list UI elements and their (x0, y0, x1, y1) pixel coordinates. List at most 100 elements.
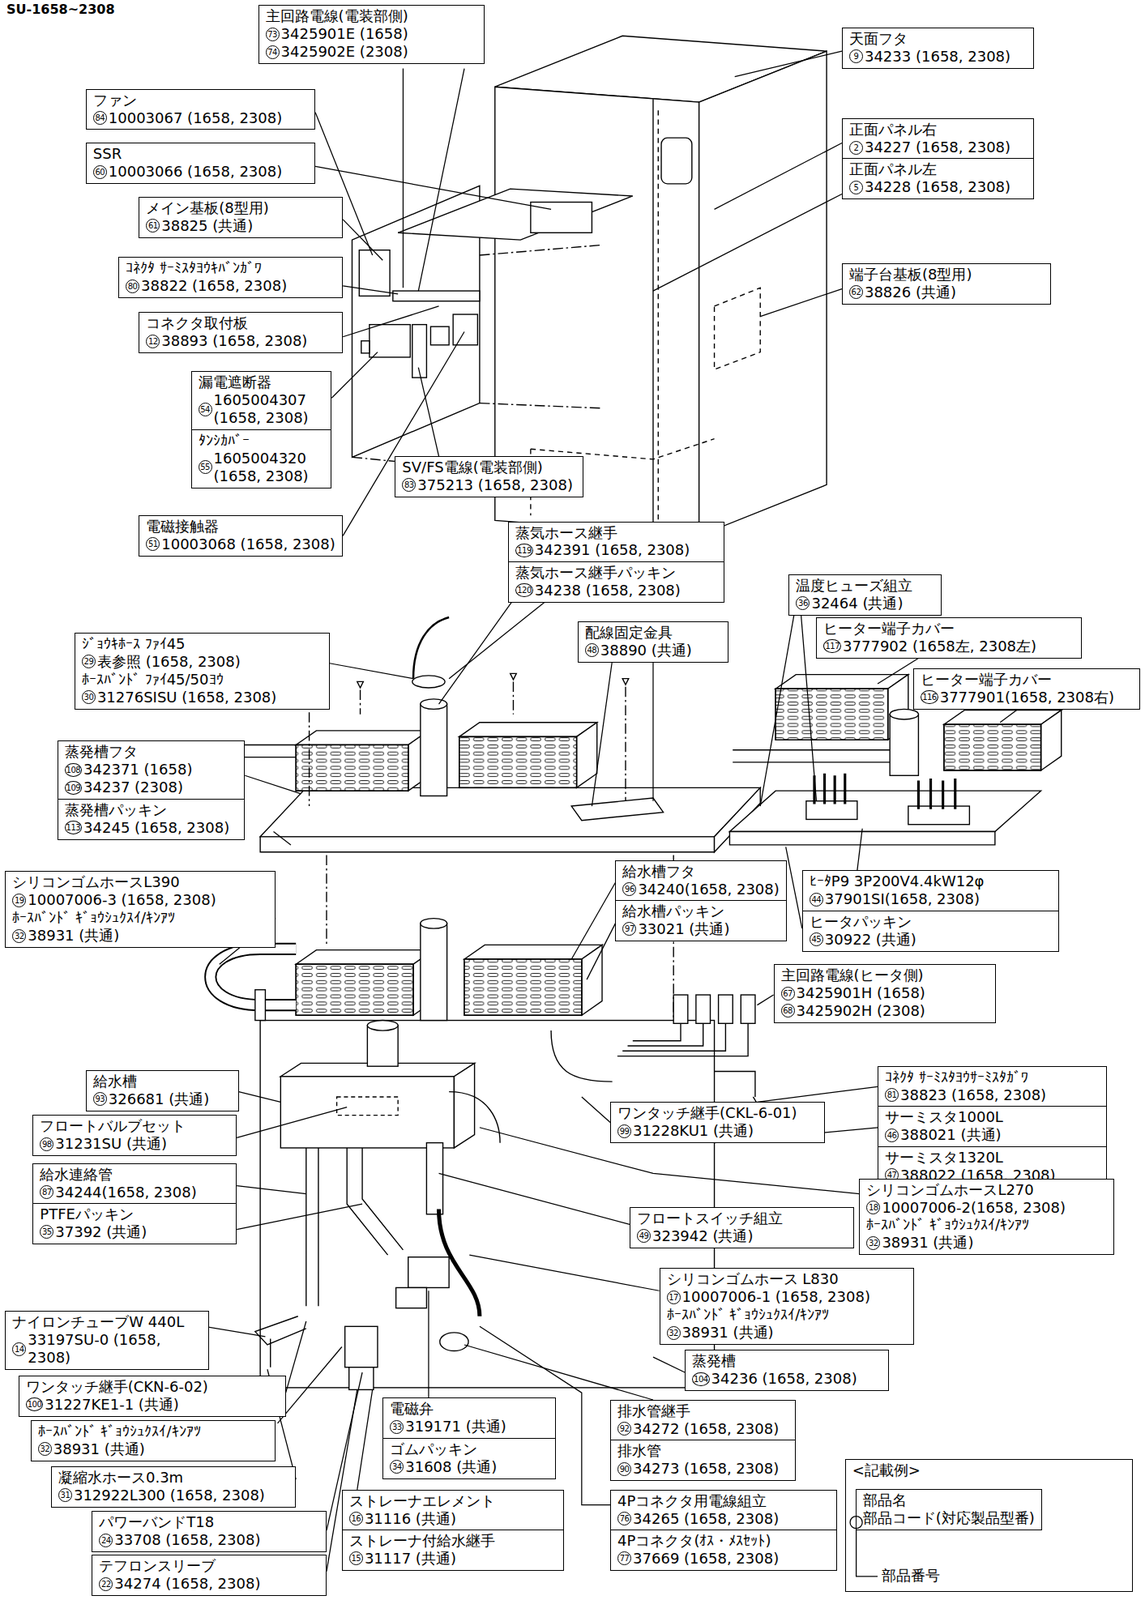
part-name: 給水槽 (93, 1072, 232, 1091)
part-row: 4530922 (共通) (809, 931, 1052, 949)
part-label-box: 正面パネル右234227 (1658, 2308) (841, 118, 1034, 160)
part-row: 83375213 (1658, 2308) (401, 476, 577, 495)
part-row: 6010003066 (1658, 2308) (93, 162, 308, 181)
part-code: 10003066 (1658, 2308) (108, 162, 308, 181)
callout-number: 84 (93, 111, 107, 125)
part-name: ワンタッチ継手(CKN-6-02) (25, 1378, 279, 1397)
callout-number: 32 (38, 1442, 52, 1457)
callout-number: 2 (849, 140, 864, 155)
callout-number: 51 (145, 537, 160, 552)
callout-number: 48 (585, 643, 599, 658)
part-row: 9034273 (1658, 2308) (617, 1460, 789, 1479)
part-code: 3425902H (2308) (796, 1002, 990, 1021)
part-row: 10434236 (1658, 2308) (692, 1370, 882, 1389)
callout-number: 104 (692, 1372, 710, 1387)
part-code: 34238 (1658, 2308) (534, 581, 718, 600)
callout-number: 33 (389, 1420, 404, 1435)
part-code: 34274 (1658, 2308) (114, 1575, 320, 1594)
callout-number: 55 (198, 460, 213, 475)
part-code: 10007006-3 (1658, 2308) (27, 891, 269, 910)
part-code: 10003067 (1658, 2308) (108, 109, 308, 128)
part-name: ﾎｰｽﾊﾞﾝﾄﾞ ﾌｧｲ45/50ﾖｳ (81, 670, 323, 689)
part-code: 33197SU-0 (1658, 2308) (27, 1331, 202, 1368)
part-row: 1810007006-2(1658, 2308) (866, 1199, 1107, 1218)
part-name: 部品名 (863, 1491, 1035, 1510)
part-label-box: シリコンゴムホースL2701810007006-2(1658, 2308)ﾎｰｽ… (858, 1179, 1115, 1257)
part-name: 蒸気ホース継手パッキン (515, 563, 718, 582)
part-name: ﾎｰｽﾊﾞﾝﾄﾞ ｷﾞｮｳｼｭｸｽｲ/ｷﾝｱﾂ (866, 1216, 1107, 1235)
part-label-box: 端子台基板(8型用)6238826 (共通) (841, 263, 1052, 305)
part-name: メイン基板(8型用) (145, 199, 336, 218)
callout-number: 32 (666, 1326, 681, 1341)
part-label-box: 電磁弁33319171 (共通) (382, 1397, 556, 1440)
callout-number: 34 (389, 1460, 404, 1474)
callout-number: 18 (866, 1200, 881, 1215)
part-code: 10007006-1 (1658, 2308) (682, 1288, 908, 1307)
part-row: 1710007006-1 (1658, 2308) (666, 1288, 908, 1307)
part-name: ﾋｰﾀP9 3P200V4.4kW12φ (809, 872, 1052, 891)
part-label-box: 給水連絡管8734244(1658, 2308) (32, 1163, 237, 1205)
part-name: ヒータパッキン (809, 913, 1052, 932)
part-row: 683425902H (2308) (781, 1002, 990, 1021)
part-name: 給水槽パッキン (622, 902, 779, 921)
part-code: 3425901E (1658) (281, 25, 479, 43)
part-name: 配線固定金具 (585, 623, 722, 642)
part-name: フロートバルブセット (39, 1117, 230, 1136)
part-name: 蒸気ホース継手 (515, 524, 718, 543)
callout-number: 90 (617, 1462, 632, 1477)
part-name: 温度ヒューズ組立 (795, 576, 935, 595)
callout-number: 93 (93, 1092, 107, 1107)
callout-number: 76 (617, 1512, 632, 1526)
callout-number: 108 (64, 763, 83, 778)
part-name: 主回路電線(電装部側) (265, 7, 479, 26)
part-row: 3431608 (共通) (389, 1458, 549, 1477)
part-row: 10031227KE1-1 (共通) (25, 1396, 279, 1415)
part-row: 541605004307 (1658, 2308) (198, 391, 325, 428)
part-label-box: サーミスタ1000L46388021 (共通) (877, 1106, 1107, 1148)
callout-number: 32 (12, 929, 26, 944)
callout-number: 29 (81, 654, 96, 669)
callout-number: 109 (64, 781, 83, 795)
part-row: 9634240(1658, 2308) (622, 880, 779, 899)
part-code: 31227KE1-1 (共通) (44, 1396, 278, 1415)
callout-number: 17 (666, 1290, 681, 1305)
part-code: 312922L300 (1658, 2308) (73, 1486, 289, 1505)
part-label-box: ナイロンチューブW 440L 1433197SU-0 (1658, 2308) (4, 1311, 210, 1371)
callout-number: 92 (617, 1422, 632, 1436)
part-row: 2433708 (1658, 2308) (98, 1531, 320, 1550)
part-name: ﾎｰｽﾊﾞﾝﾄﾞ ｷﾞｮｳｼｭｸｽｲ/ｷﾝｱﾂ (38, 1422, 269, 1441)
part-label-box: コネクタ取付板1238893 (1658, 2308) (138, 311, 343, 354)
callout-number: 31 (58, 1488, 73, 1503)
part-code: 38931 (共通) (53, 1440, 269, 1459)
callout-number: 87 (39, 1185, 54, 1200)
part-label-box: 排水管継手9234272 (1658, 2308) (610, 1400, 796, 1442)
callout-number: 81 (884, 1088, 899, 1103)
legend-example-box: <記載例>部品番号部品名部品コード(対応製品型番) (845, 1459, 1133, 1593)
part-label-box: 温度ヒューズ組立3632464 (共通) (788, 574, 942, 616)
part-code: 3425902E (2308) (281, 42, 479, 61)
part-label-box: 4Pコネクタ用電線組立7634265 (1658, 2308) (610, 1490, 838, 1532)
part-label-box: 給水槽パッキン9733021 (共通) (615, 900, 787, 942)
part-code: 38822 (1658, 2308) (140, 277, 336, 295)
part-label-box: 電磁接触器5110003068 (1658, 2308) (138, 515, 343, 557)
part-row: 3632464 (共通) (795, 594, 935, 613)
part-code: 33021 (共通) (637, 920, 779, 939)
part-code: 375213 (1658, 2308) (417, 476, 577, 495)
part-name: ファン (93, 91, 308, 110)
part-row: 8038822 (1658, 2308) (125, 277, 336, 295)
part-label-box: ストレーナ付給水継手1531117 (共通) (341, 1529, 565, 1572)
callout-number: 15 (349, 1551, 364, 1566)
part-name: ナイロンチューブW 440L (12, 1313, 202, 1332)
part-name: サーミスタ1320L (884, 1149, 1100, 1167)
callout-number: 67 (781, 986, 795, 1001)
callout-number: 14 (12, 1342, 26, 1357)
part-code: 30922 (共通) (824, 931, 1052, 949)
part-name: 給水槽フタ (622, 863, 779, 881)
part-label-box: ヒーター端子カバー1173777902 (1658左, 2308左) (816, 617, 1081, 659)
example-part-box: 部品名部品コード(対応製品型番) (855, 1489, 1043, 1531)
part-label-box: 蒸発槽フタ108342371 (1658)10934237 (2308) (57, 740, 246, 800)
part-row: 49323942 (共通) (636, 1227, 847, 1246)
callout-number: 68 (781, 1004, 795, 1018)
part-code: 1605004320 (1658, 2308) (213, 449, 325, 486)
part-name: 凝縮水ホース0.3m (58, 1469, 289, 1487)
